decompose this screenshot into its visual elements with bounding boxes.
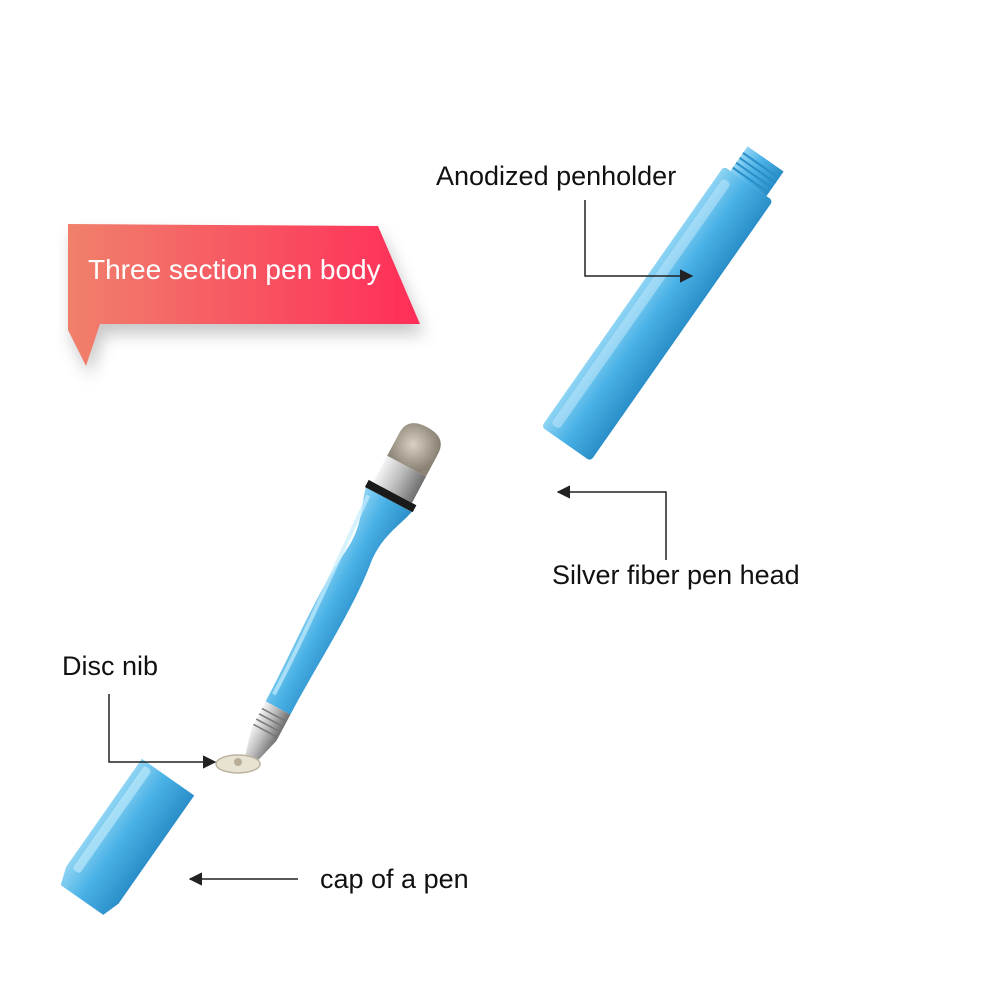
thread-end	[730, 146, 784, 197]
leader-penholder	[584, 200, 694, 283]
penholder-barrel	[542, 146, 784, 460]
banner-text: Three section pen body	[88, 254, 381, 285]
label-disc-nib: Disc nib	[62, 651, 159, 681]
banner	[68, 224, 420, 366]
disc-nib	[215, 754, 261, 774]
label-cap: cap of a pen	[320, 864, 469, 894]
pen-cap	[60, 758, 195, 915]
leader-disc-nib	[108, 694, 217, 769]
label-penholder: Anodized penholder	[436, 161, 677, 191]
leader-pen-head	[556, 485, 667, 560]
label-pen-head: Silver fiber pen head	[552, 560, 800, 590]
pen-body	[242, 423, 441, 772]
